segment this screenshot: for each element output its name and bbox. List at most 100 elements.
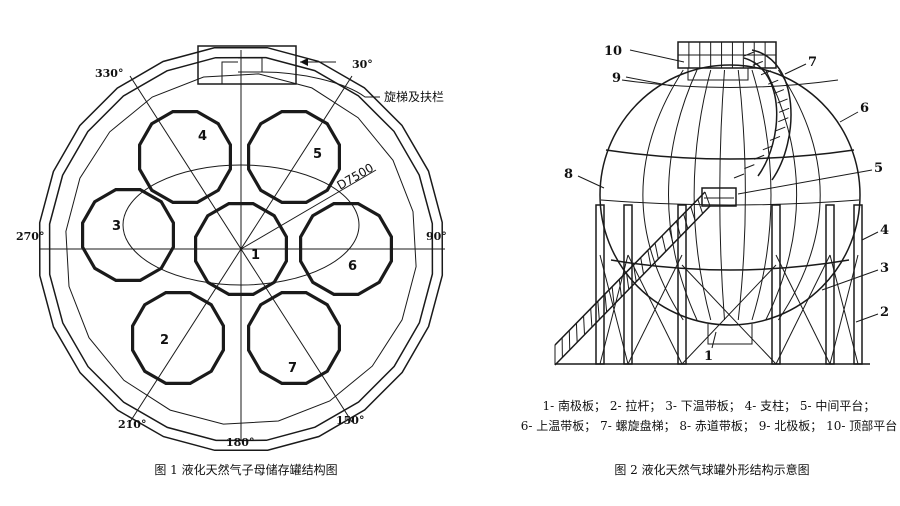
straight-stair-top [554,191,706,346]
spiral-stair-outer [751,49,792,181]
straight-step [654,242,659,260]
sub-tank-3 [80,188,175,282]
callout-6: 6 [860,101,869,116]
sub-tank-1 [194,202,288,296]
callout-2-leader [855,313,879,323]
tie-rod [775,254,831,365]
callout-3: 3 [880,261,889,276]
angle-90-label: 90° [426,230,447,243]
straight-step [675,221,681,237]
straight-stair-bottom [554,205,711,366]
tank-number-1: 1 [251,248,260,263]
tank-number-7: 7 [288,361,297,376]
straight-step [640,257,645,275]
sub-tank-5 [247,109,341,204]
callout-2: 2 [880,305,889,320]
callout-9: 9 [612,71,621,86]
spiral-step [733,173,745,179]
legend-item: 7- 螺旋盘梯； [600,419,676,433]
spiral-stair-steps [733,51,790,179]
tie-rod [681,264,777,365]
spiral-step [760,70,772,76]
straight-step [590,308,593,328]
spiral-step [743,51,755,57]
spiral-step [773,89,785,95]
spiral-step [778,107,790,113]
straight-stair-steps [554,191,711,365]
tie-rod [599,254,629,365]
spiral-step [778,117,789,123]
straight-step [633,264,637,282]
stair-leader-line [261,71,380,98]
diameter-line [240,169,377,250]
figure1-tank-plan: 330° 30° 270° 90° 210° 150° 180° 1 2 3 4… [16,45,447,477]
top-platform-base [687,67,749,81]
sphere-shell [599,64,861,326]
straight-step [661,235,667,252]
meridian-arc [719,69,725,321]
legend-item: 9- 北极板； [758,419,823,433]
figure2-legend: 1- 南极板； 2- 拉杆； 3- 下温带板； 4- 支柱； 5- 中间平台； … [520,396,898,436]
meridian-arc [693,69,712,321]
outer-shell-ring-inner [48,56,434,442]
callout-5-leader [737,169,873,195]
straight-step [611,286,615,305]
sub-tanks [80,109,393,385]
figure1-caption: 图 1 液化天然气子母储存罐结构图 [154,462,337,477]
tie-rod [627,254,683,365]
sub-tank-6 [299,202,393,296]
straight-step [690,206,696,222]
stair-inner-mark [221,61,238,84]
angle-270-label: 270° [16,230,44,243]
tank-number-2: 2 [160,333,169,348]
callout-3-leader [821,269,879,291]
callout-9-leader [625,76,673,87]
stair-arrow-head [300,58,308,66]
south-pole-plate [707,324,753,345]
straight-step [683,213,689,229]
tie-rod [829,254,859,365]
inner-guide-ellipse [122,164,360,286]
tank-number-4: 4 [198,129,207,144]
straight-step [575,323,578,343]
legend-item: 8- 赤道带板； [679,419,755,433]
lower-band-line [610,259,850,271]
spiral-step [777,98,788,104]
spiral-step [762,145,774,151]
legend-item: 3- 下温带板； [665,399,741,413]
callout-1: 1 [704,349,713,364]
tie-rods [599,254,859,365]
angle-210-label: 210° [118,418,146,431]
meridian-arc [668,69,698,321]
upper-band-line [605,149,855,160]
legend-item: 10- 顶部平台 [826,419,898,433]
legend-item: 1- 南极板； [542,399,607,413]
angle-30-label: 30° [352,58,373,71]
sub-tank-2 [131,291,225,385]
support-column [771,204,781,365]
angle-330-label: 330° [95,67,123,80]
spiral-step [753,154,765,160]
stair-label: 旋梯及扶栏 [384,89,444,104]
straight-step [604,293,608,313]
equator-line [600,199,860,206]
spiral-step [752,60,763,66]
straight-step [704,191,711,207]
callout-7-leader [784,63,807,75]
legend-item: 5- 中间平台； [799,399,876,413]
spiral-step [744,164,755,170]
callout-4: 4 [880,223,889,238]
angle-150-label: 150° [336,414,364,427]
legend-item: 2- 拉杆； [609,399,662,413]
callout-10: 10 [604,44,622,59]
spiral-step [768,79,779,85]
straight-step [668,228,674,244]
support-column [595,204,605,365]
figure2-caption: 图 2 液化天然气球罐外形结构示意图 [614,462,809,477]
callout-6-leader [839,111,859,123]
legend-item: 6- 上温带板； [520,419,597,433]
meridian-arc [765,69,798,321]
top-platform [677,41,777,81]
straight-step [697,199,704,214]
